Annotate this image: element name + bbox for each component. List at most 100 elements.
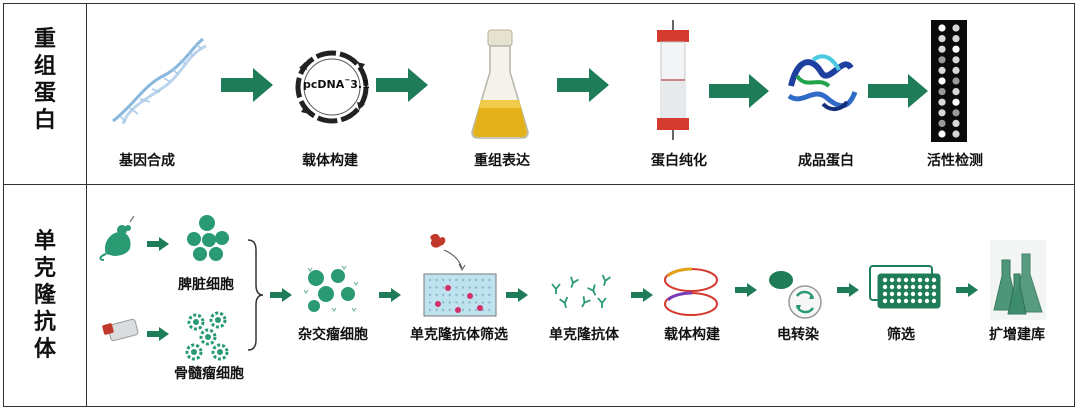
positive-hit [477, 305, 483, 311]
screening-well [435, 308, 438, 312]
plate-well [931, 284, 937, 290]
antibody-molecule [587, 284, 597, 296]
myeloma-cell [209, 311, 227, 329]
positive-hit [467, 293, 473, 299]
screening-well [435, 293, 438, 297]
screening-well [428, 278, 432, 282]
plate-well [903, 291, 909, 297]
cell-culture-flask-icon [102, 318, 139, 346]
myeloma-cell-nucleus [205, 334, 211, 340]
plate-well [903, 298, 909, 304]
plate-well [896, 291, 902, 297]
screening-well [442, 286, 445, 289]
plate-well [931, 298, 937, 304]
screening-well [428, 308, 432, 312]
row-divider [3, 184, 1075, 185]
myeloma-cell-nucleus [193, 319, 199, 325]
antibodies-icon [550, 274, 614, 314]
plate-well [917, 277, 923, 283]
myeloma-cell-nucleus [217, 349, 223, 355]
row-title-recombinant-protein: 重组蛋白 [25, 26, 65, 134]
plate-well [903, 277, 909, 283]
row-title-recombinant-protein-char: 重 [33, 27, 56, 52]
hybridoma-cells-icon [302, 264, 362, 320]
plate-well [896, 298, 902, 304]
plate-well [952, 88, 960, 96]
positive-hit [445, 285, 451, 291]
screening-well [468, 308, 471, 312]
row-title-recombinant-protein-char: 蛋 [33, 81, 56, 106]
positive-hit [455, 307, 461, 313]
diagram-frame [3, 3, 1075, 407]
plate-well [938, 56, 946, 64]
arrow-right-icon [221, 68, 273, 106]
screening-well [455, 301, 458, 304]
plate-well [952, 35, 960, 43]
screening-well [481, 286, 484, 289]
screening-well [488, 286, 491, 289]
screening-well [428, 301, 432, 304]
arrow-right-icon [709, 74, 769, 112]
step-label-expansion-library: 扩增建库 [989, 327, 1045, 343]
screening-well [481, 278, 484, 282]
plate-well [952, 66, 960, 74]
screening-well [442, 293, 445, 297]
plate-well [952, 119, 960, 127]
myeloma-cell-nucleus [191, 349, 197, 355]
arrow-right-icon [147, 236, 169, 255]
screening-well [461, 278, 465, 282]
screening-well [481, 301, 484, 304]
antibody-molecule [551, 283, 561, 294]
myeloma-cell [187, 313, 205, 331]
plate-well [917, 284, 923, 290]
arrow-right-icon [506, 287, 528, 306]
row-title-monoclonal-antibody-char: 隆 [33, 283, 56, 308]
screening-well [442, 301, 445, 304]
plate-well [938, 77, 946, 85]
screening-well [475, 308, 478, 312]
plate-well [917, 298, 923, 304]
plate-well [952, 98, 960, 106]
plate-well [938, 109, 946, 117]
screening-well [488, 293, 491, 297]
screening-well [442, 308, 445, 312]
plate-well [889, 291, 895, 297]
plate-well [938, 98, 946, 106]
plate-well [882, 277, 888, 283]
step-label-screening: 筛选 [887, 327, 915, 343]
antibody-molecule [570, 276, 579, 288]
plate-well [938, 24, 946, 32]
arrow-right-icon [631, 287, 653, 306]
plate-well [924, 291, 930, 297]
step-label-antibody-screening: 单克隆抗体筛选 [410, 327, 508, 343]
step-label-activity-assay: 活性检测 [927, 153, 983, 169]
activity-assay-plate-icon [931, 20, 967, 146]
screening-well [442, 278, 445, 282]
mouse-icon [99, 215, 136, 264]
step-label-gene-synthesis: 基因合成 [119, 153, 175, 169]
myeloma-cell [199, 328, 217, 346]
screening-well [488, 308, 491, 312]
plate-well [882, 284, 888, 290]
plate-well [924, 298, 930, 304]
myeloma-cell-nucleus [215, 317, 221, 323]
arrow-right-icon [147, 326, 169, 345]
plate-well [889, 284, 895, 290]
dna-helix-icon [108, 36, 208, 128]
plate-well [952, 130, 960, 138]
screening-well [435, 286, 438, 289]
plate-well [924, 284, 930, 290]
row-title-recombinant-protein-char: 组 [33, 54, 56, 79]
step-label-protein-purification: 蛋白纯化 [651, 153, 707, 169]
plate-well [938, 35, 946, 43]
spleen-cells-icon [184, 214, 230, 268]
expression-vectors-icon [662, 266, 720, 322]
plate-well [952, 45, 960, 53]
arrow-right-icon [735, 282, 757, 301]
screening-well [468, 278, 471, 282]
screening-well [475, 301, 478, 304]
plate-well [910, 291, 916, 297]
plate-well [938, 119, 946, 127]
arrow-right-icon [868, 74, 928, 112]
plate-well [952, 109, 960, 117]
